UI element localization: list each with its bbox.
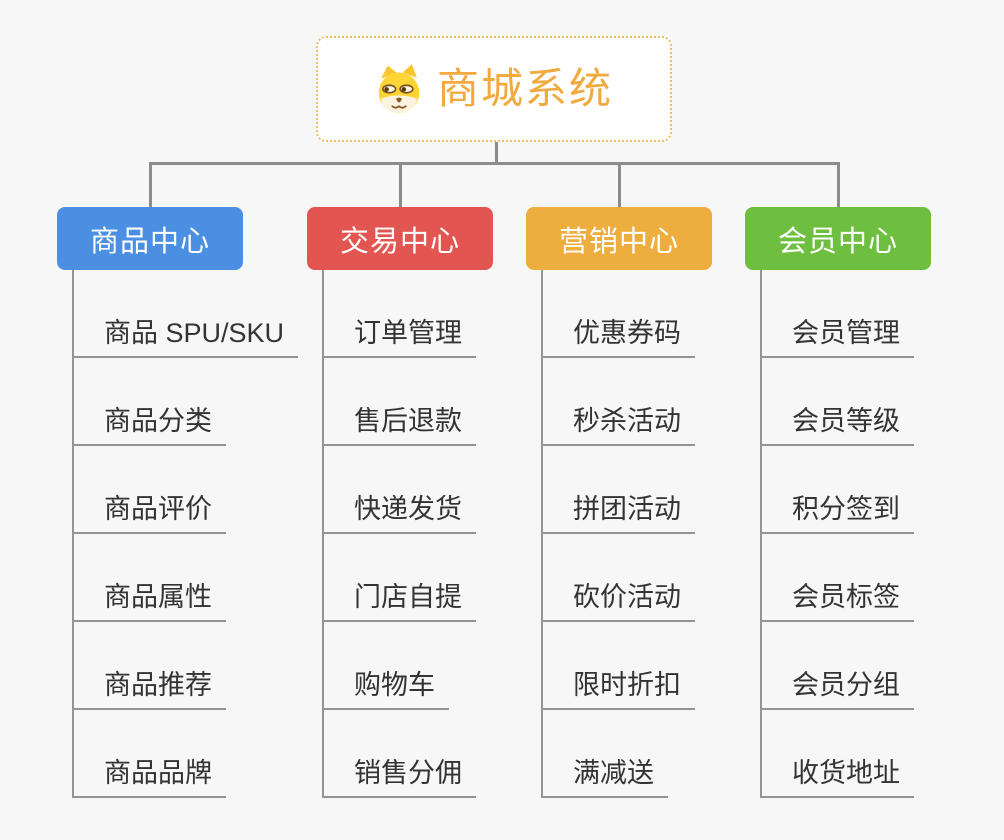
leaf-item: 商品 SPU/SKU (72, 270, 299, 358)
shiba-dog-icon (378, 64, 420, 113)
leaf-item: 订单管理 (322, 270, 476, 358)
leaf-item: 商品评价 (72, 446, 298, 534)
leaf-column-member: 会员管理 会员等级 积分签到 会员标签 会员分组 收货地址 (760, 270, 914, 798)
leaf-item-label[interactable]: 砍价活动 (541, 583, 695, 622)
leaf-item-label[interactable]: 优惠券码 (541, 319, 695, 358)
leaf-item-label[interactable]: 销售分佣 (322, 759, 476, 798)
leaf-item-label[interactable]: 会员管理 (760, 319, 914, 358)
leaf-item-label[interactable]: 秒杀活动 (541, 407, 695, 446)
leaf-item-label[interactable]: 满减送 (541, 759, 668, 798)
leaf-item-label[interactable]: 拼团活动 (541, 495, 695, 534)
branch-node-trade[interactable]: 交易中心 (307, 207, 493, 270)
branch-label: 营销中心 (558, 225, 679, 258)
column-spine-member (760, 270, 762, 798)
leaf-item: 售后退款 (322, 358, 476, 446)
leaf-item: 优惠券码 (541, 270, 695, 358)
leaf-item: 快递发货 (322, 446, 476, 534)
leaf-item-label[interactable]: 商品属性 (72, 583, 226, 622)
branch-label: 商品中心 (89, 225, 210, 258)
leaf-item-label[interactable]: 门店自提 (322, 583, 476, 622)
leaf-column-marketing: 优惠券码 秒杀活动 拼团活动 砍价活动 限时折扣 满减送 (541, 270, 695, 798)
branch-node-product[interactable]: 商品中心 (57, 207, 243, 270)
branch-node-marketing[interactable]: 营销中心 (526, 207, 712, 270)
root-node[interactable]: 商城系统 (316, 36, 672, 142)
connector-drop-member (837, 162, 840, 208)
leaf-item: 销售分佣 (322, 710, 476, 798)
connector-drop-marketing (618, 162, 621, 208)
leaf-item-label[interactable]: 快递发货 (322, 495, 476, 534)
leaf-item-label[interactable]: 会员等级 (760, 407, 914, 446)
leaf-item: 砍价活动 (541, 534, 695, 622)
branch-node-member[interactable]: 会员中心 (745, 207, 931, 270)
column-spine-product (72, 270, 74, 798)
leaf-item: 购物车 (322, 622, 476, 710)
leaf-item-label[interactable]: 商品推荐 (72, 671, 226, 710)
leaf-item: 商品属性 (72, 534, 298, 622)
leaf-item-label[interactable]: 售后退款 (322, 407, 476, 446)
leaf-item: 满减送 (541, 710, 695, 798)
root-title: 商城系统 (436, 65, 613, 112)
leaf-item: 收货地址 (760, 710, 914, 798)
leaf-item: 门店自提 (322, 534, 476, 622)
leaf-item: 会员标签 (760, 534, 914, 622)
leaf-item: 商品推荐 (72, 622, 298, 710)
leaf-item-label[interactable]: 收货地址 (760, 759, 914, 798)
leaf-item-label[interactable]: 订单管理 (322, 319, 476, 358)
leaf-item: 秒杀活动 (541, 358, 695, 446)
leaf-item-label[interactable]: 商品分类 (72, 407, 226, 446)
column-spine-trade (322, 270, 324, 798)
connector-drop-trade (399, 162, 402, 208)
leaf-item: 会员分组 (760, 622, 914, 710)
leaf-item: 限时折扣 (541, 622, 695, 710)
connector-drop-product (149, 162, 152, 208)
branch-label: 交易中心 (339, 225, 460, 258)
connector-root-stem (495, 142, 498, 163)
leaf-item: 拼团活动 (541, 446, 695, 534)
leaf-item: 商品品牌 (72, 710, 298, 798)
leaf-item-label[interactable]: 会员分组 (760, 671, 914, 710)
leaf-item-label[interactable]: 积分签到 (760, 495, 914, 534)
branch-label: 会员中心 (777, 225, 898, 258)
column-spine-marketing (541, 270, 543, 798)
leaf-item-label[interactable]: 商品 SPU/SKU (72, 319, 299, 358)
leaf-item-label[interactable]: 限时折扣 (541, 671, 695, 710)
leaf-item: 会员管理 (760, 270, 914, 358)
leaf-item-label[interactable]: 购物车 (322, 671, 449, 710)
leaf-item-label[interactable]: 商品评价 (72, 495, 226, 534)
leaf-column-product: 商品 SPU/SKU 商品分类 商品评价 商品属性 商品推荐 商品品牌 (72, 270, 299, 798)
leaf-item: 商品分类 (72, 358, 298, 446)
leaf-item: 会员等级 (760, 358, 914, 446)
leaf-column-trade: 订单管理 售后退款 快递发货 门店自提 购物车 销售分佣 (322, 270, 476, 798)
leaf-item-label[interactable]: 商品品牌 (72, 759, 226, 798)
leaf-item: 积分签到 (760, 446, 914, 534)
leaf-item-label[interactable]: 会员标签 (760, 583, 914, 622)
connector-horizontal (149, 162, 840, 165)
